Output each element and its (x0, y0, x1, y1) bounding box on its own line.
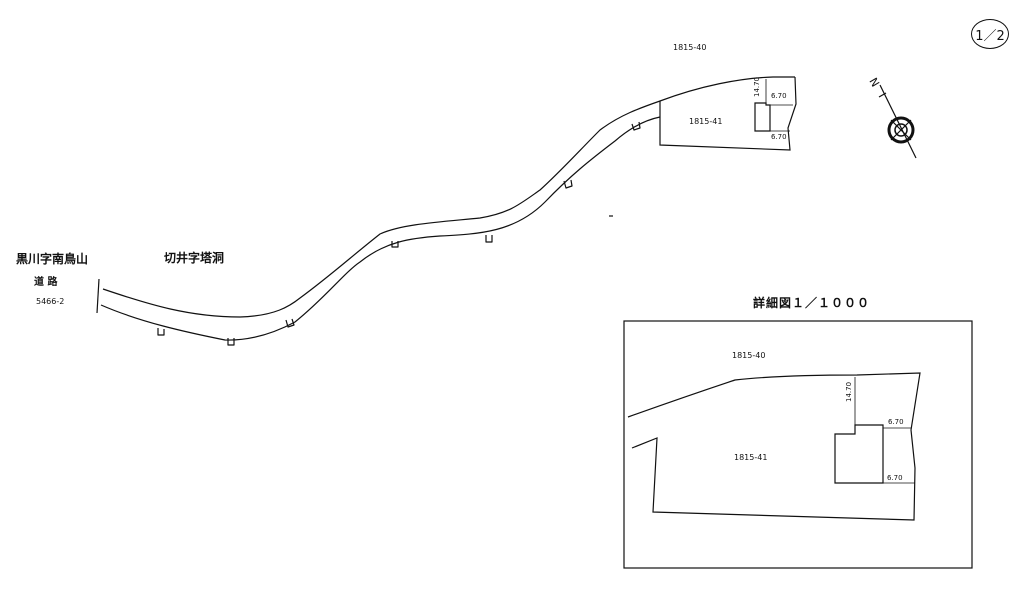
detail-title: 詳細図１／１０００ (753, 296, 871, 310)
subject-parcel-detail (627, 372, 921, 521)
page-number-badge: 1／2 (971, 19, 1009, 49)
north-compass (878, 84, 917, 159)
detail-subject-parcel-label: 1815-41 (734, 453, 768, 462)
road-strip (96, 76, 795, 346)
main-dim-width-bottom: 6.70 (771, 133, 787, 141)
detail-north-parcel-label: 1815-40 (732, 351, 766, 360)
road-upper-edge (102, 76, 795, 318)
road-end-mark (96, 278, 100, 314)
ditch-notch-5 (485, 235, 493, 243)
center-area-name: 切井字塔洞 (164, 251, 225, 265)
road-kind-label: 道 路 (34, 277, 58, 288)
ditch-notch-7 (631, 121, 641, 131)
ditch-notch-6 (563, 179, 573, 189)
compass-needle (879, 84, 917, 159)
page-number-text: 1／2 (975, 28, 1005, 44)
ditch-notch-4 (391, 241, 399, 248)
detail-building-footprint (834, 424, 884, 484)
compass-ring (887, 116, 915, 144)
detail-dim-width-top: 6.70 (888, 418, 904, 426)
ditch-notch-1 (157, 328, 165, 336)
ditch-notch-3 (285, 318, 295, 328)
main-dim-depth: 14.70 (753, 76, 761, 97)
main-dim-width-top: 6.70 (771, 92, 787, 100)
subject-parcel-main (659, 76, 797, 151)
left-area-name: 黒川字南鳥山 (16, 252, 89, 266)
detail-dim-width-bottom: 6.70 (887, 474, 903, 482)
detail-road-edge (627, 372, 921, 521)
detail-dim-depth: 14.70 (845, 381, 853, 402)
main-subject-parcel-label: 1815-41 (689, 117, 723, 126)
parcel-boundary (659, 76, 797, 151)
main-north-parcel-label: 1815-40 (673, 43, 707, 52)
road-lower-edge (100, 116, 661, 341)
compass-tick (878, 92, 887, 98)
road-number-label: 5466-2 (36, 297, 65, 306)
compass-inner (894, 123, 908, 137)
ditch-notch-2 (227, 338, 235, 346)
building-footprint (754, 102, 771, 132)
detail-frame (623, 320, 973, 569)
compass-cross-b (890, 119, 912, 141)
